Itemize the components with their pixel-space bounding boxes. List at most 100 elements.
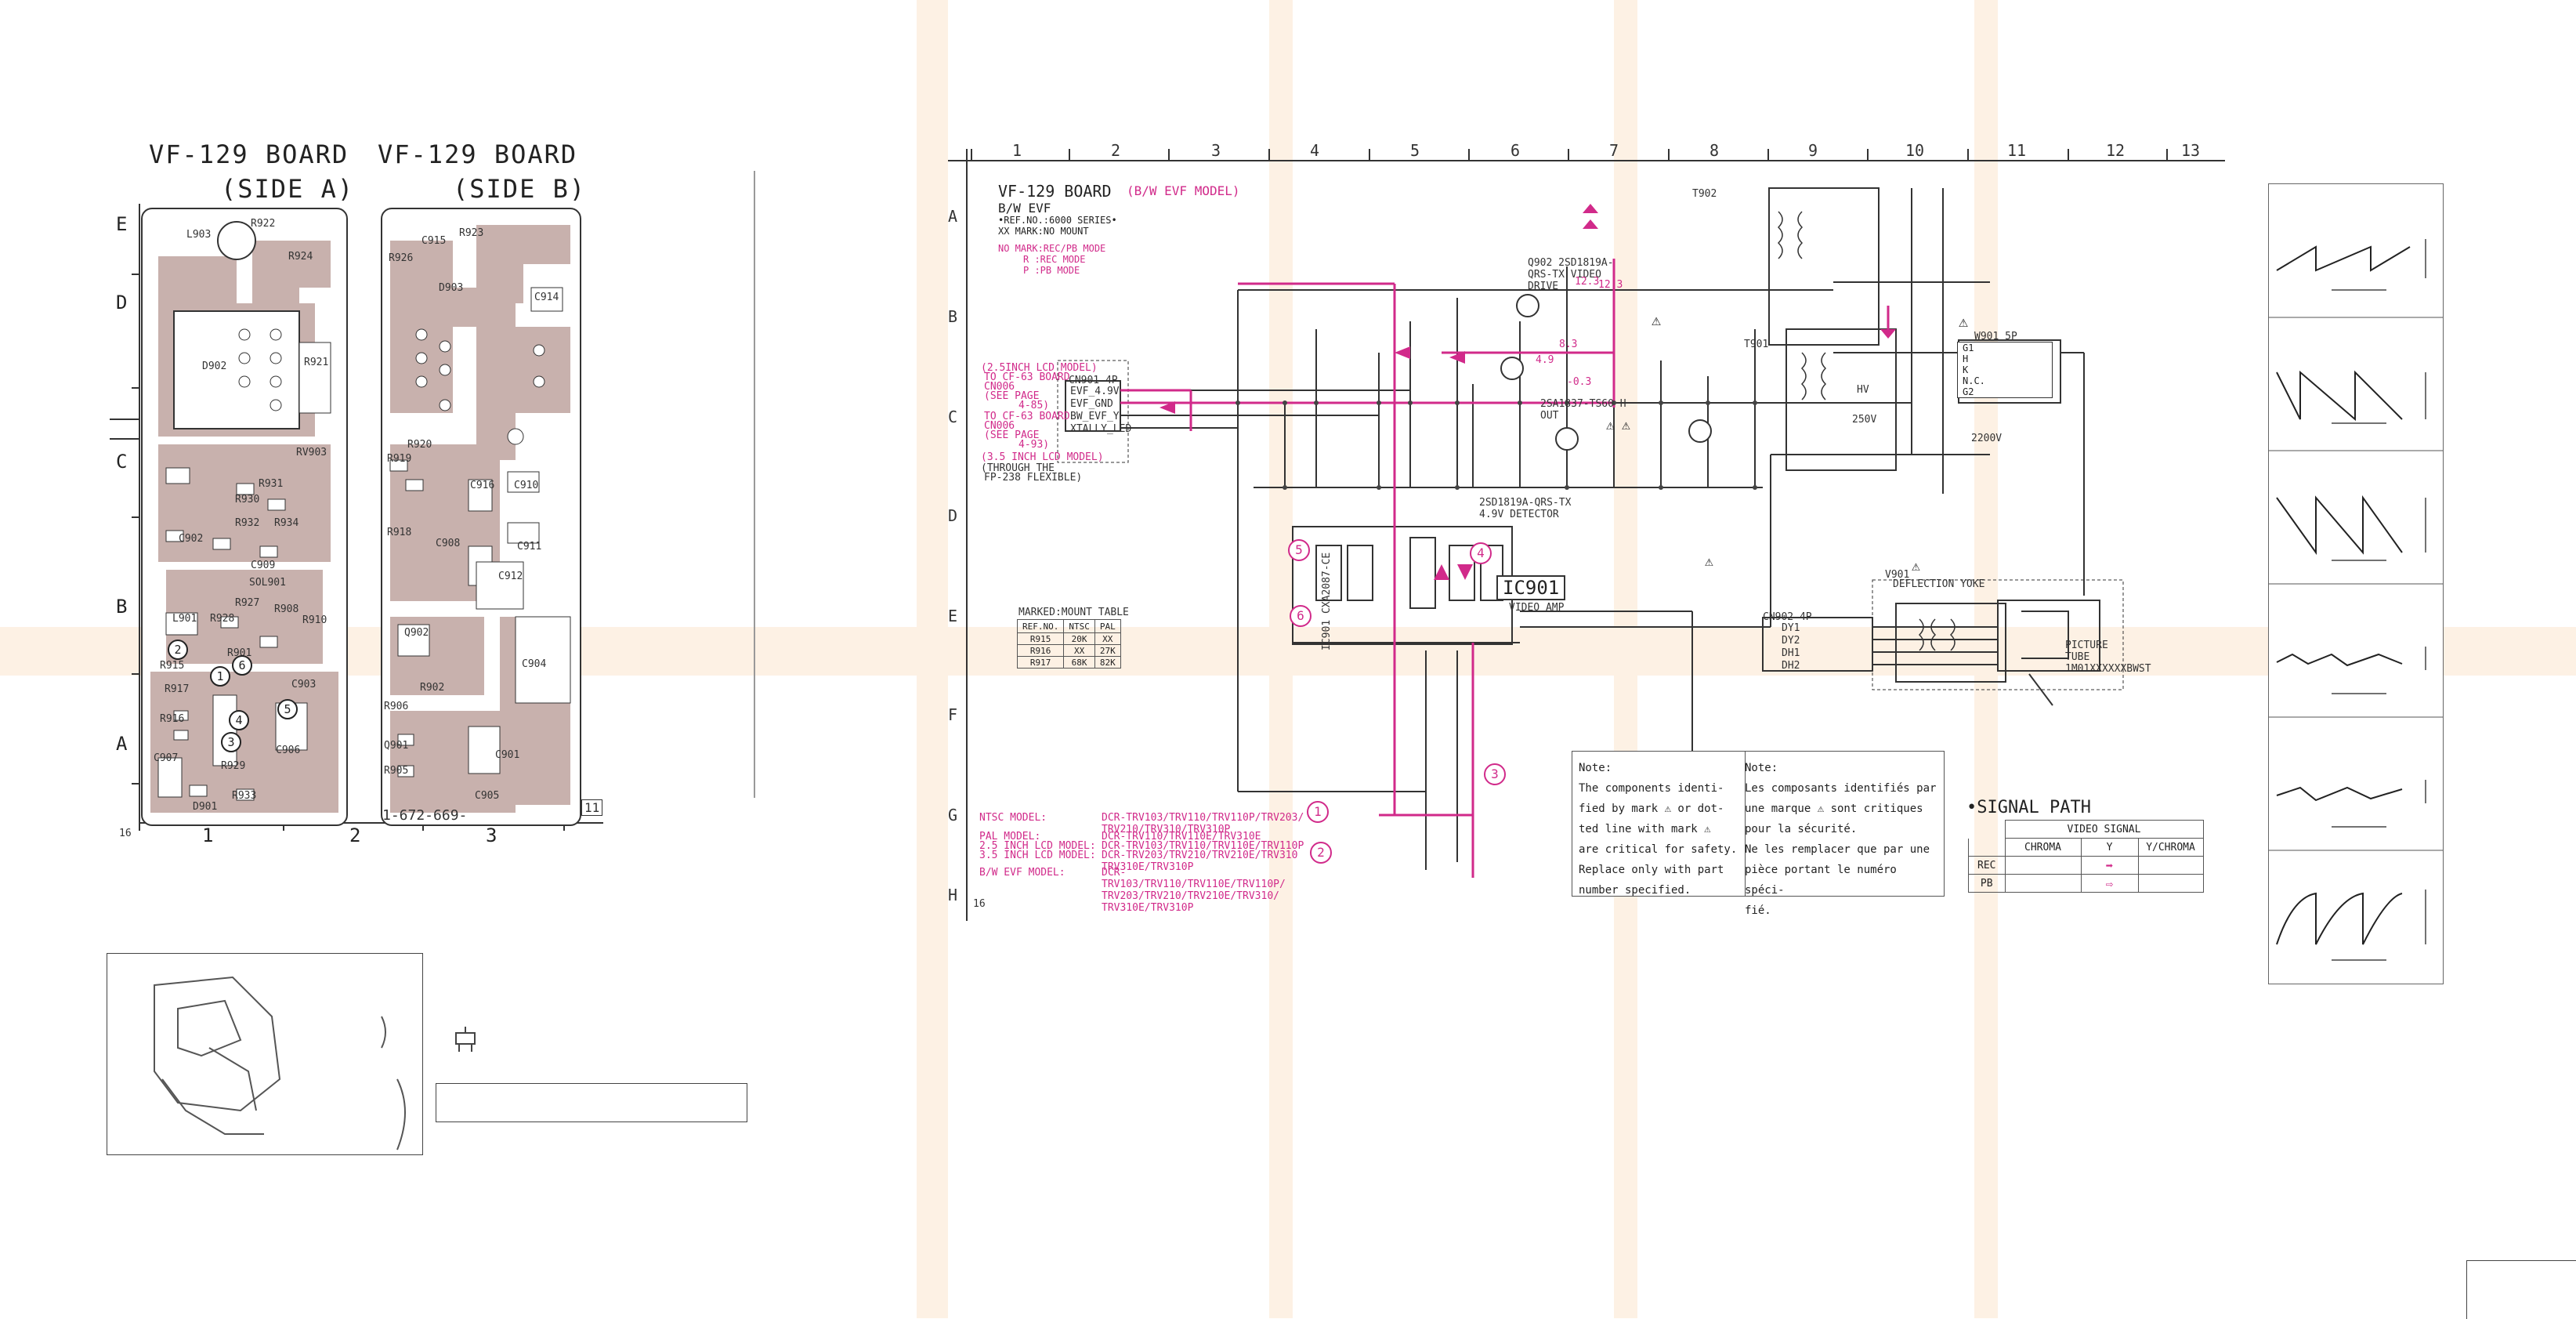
empty-note-box xyxy=(436,1083,747,1122)
cn902-pin-2: DY2 xyxy=(1782,635,1800,647)
note-en-line: The components identi- xyxy=(1579,782,1724,795)
deflection-yoke-label: DEFLECTION YOKE xyxy=(1893,578,1985,590)
divider-line xyxy=(754,171,755,798)
marked-cell: XX xyxy=(1063,644,1095,657)
grid-col-4: 4 xyxy=(1310,141,1320,160)
vertical-guide-band xyxy=(917,0,948,1318)
cn901-note-b-3: FP-238 FLEXIBLE) xyxy=(984,472,1083,484)
pcb-side-a-traces xyxy=(150,221,338,813)
label-r921: R921 xyxy=(304,357,329,368)
label-c910: C910 xyxy=(514,480,539,491)
grid-row-b: B xyxy=(948,307,958,326)
picture-tube-label: PICTURE TUBE 1M01XXXXXXBWST xyxy=(2065,640,2151,675)
blank-cell xyxy=(1968,838,2006,857)
marked-cell: 82K xyxy=(1094,656,1121,669)
camera-location-sketch xyxy=(107,953,423,1155)
w901-connector: G1 H K N.C. G2 xyxy=(1957,342,2053,398)
schematic-page-number: 16 xyxy=(973,898,986,910)
label-r919: R919 xyxy=(387,453,412,465)
model-value-pal: DCR-TRV110/TRV110E/TRV310E xyxy=(1102,831,1261,842)
rec-chroma-cell xyxy=(2004,856,2082,875)
grid-row-e: E xyxy=(948,607,958,625)
model-label-25: 2.5 INCH LCD MODEL: xyxy=(979,840,1096,852)
label-c905: C905 xyxy=(475,790,500,802)
callout-a-1: 1 xyxy=(210,666,230,687)
mode-note-3: P :PB MODE xyxy=(1023,265,1080,276)
voltage-1: 12.3 xyxy=(1575,276,1600,288)
grid-row-f: F xyxy=(948,705,958,724)
grid-col-3: 3 xyxy=(1211,141,1221,160)
label-r915: R915 xyxy=(160,660,185,672)
pb-chroma-cell xyxy=(2004,874,2082,893)
left-page-number: 16 xyxy=(119,828,132,839)
callout-3: 3 xyxy=(1484,763,1506,785)
board-b-title: VF-129 BOARD xyxy=(378,140,578,169)
marked-header-ntsc: NTSC xyxy=(1063,619,1095,633)
label-c907: C907 xyxy=(154,752,179,764)
ref-note: •REF.NO.:6000 SERIES• xyxy=(998,215,1117,226)
pcb-side-b xyxy=(381,208,581,826)
label-r918: R918 xyxy=(387,527,412,538)
label-r931: R931 xyxy=(259,478,284,490)
voltage-8: 2200V xyxy=(1971,433,2003,444)
label-r933: R933 xyxy=(232,790,257,802)
cn901-note-a-3: CN006 xyxy=(984,381,1015,393)
cn901-pin-3: BW_EVF_Y xyxy=(1070,411,1120,422)
note-fr-line: fié. xyxy=(1745,904,1771,917)
label-r924: R924 xyxy=(288,251,313,263)
marked-table-title: MARKED:MOUNT TABLE xyxy=(1018,607,1129,618)
row-letter-e: E xyxy=(116,213,128,235)
label-d901: D901 xyxy=(193,801,218,813)
w901-pin-1: G1 xyxy=(1963,342,1974,353)
cn902-pin-1: DY1 xyxy=(1782,622,1800,634)
q901-label: 2SA1837-TS60 H OUT xyxy=(1540,398,1626,422)
q903-label: 2SD1819A-QRS-TX 4.9V DETECTOR xyxy=(1479,497,1572,520)
marked-cell: R916 xyxy=(1016,644,1065,657)
label-c912: C912 xyxy=(498,571,523,582)
row-rec: REC xyxy=(1968,856,2006,875)
pb-y-cell: ⇨ xyxy=(2080,874,2139,893)
w901-pin-3: K xyxy=(1963,364,1969,375)
grid-col-7: 7 xyxy=(1609,141,1619,160)
row-letter-d: D xyxy=(116,292,128,313)
t901-label: T901 xyxy=(1744,339,1769,350)
voltage-7: HV xyxy=(1857,384,1869,396)
camcorder-illustration-icon xyxy=(154,976,406,1151)
xx-note: XX MARK:NO MOUNT xyxy=(998,226,1089,237)
grid-col-9: 9 xyxy=(1808,141,1818,160)
filled-arrow-icon: ➡ xyxy=(2105,857,2114,873)
schematic-subtitle: B/W EVF xyxy=(998,201,1051,216)
voltage-5: 8.3 xyxy=(1559,339,1578,350)
note-en-title: Note: xyxy=(1579,762,1612,774)
model-label-pal: PAL MODEL: xyxy=(979,831,1041,842)
label-r910: R910 xyxy=(302,614,327,626)
voltage-3: -0.3 xyxy=(1567,376,1592,388)
callout-1: 1 xyxy=(1307,801,1329,823)
grid-col-8: 8 xyxy=(1709,141,1720,160)
label-c916: C916 xyxy=(470,480,495,491)
grid-col-2: 2 xyxy=(1111,141,1121,160)
board-a-title: VF-129 BOARD xyxy=(149,140,349,169)
ic901-sub: VIDEO AMP xyxy=(1509,602,1565,614)
w901-pin-5: G2 xyxy=(1963,386,1974,397)
voltage-4: 12.3 xyxy=(1598,279,1623,291)
cn902-label: CN902 4P xyxy=(1763,611,1812,623)
note-en-line: ted line with mark ⚠ xyxy=(1579,823,1711,835)
transistor-icon xyxy=(455,1027,476,1052)
cn902-pin-4: DH2 xyxy=(1782,660,1800,672)
q902-label: Q902 2SD1819A-QRS-TX VIDEO DRIVE xyxy=(1528,257,1614,292)
callout-a-4: 4 xyxy=(229,710,249,730)
label-c909: C909 xyxy=(251,560,276,571)
callout-4: 4 xyxy=(1470,542,1492,564)
warning-icon: ⚠ xyxy=(1705,553,1713,570)
label-r930: R930 xyxy=(235,494,260,505)
label-r926: R926 xyxy=(389,252,414,264)
ic901-label: IC901 xyxy=(1496,575,1566,600)
grid-col-5: 5 xyxy=(1410,141,1420,160)
vertical-guide-band xyxy=(1269,0,1293,1318)
model-label-bw: B/W EVF MODEL: xyxy=(979,867,1065,879)
label-rv903: RV903 xyxy=(296,447,327,458)
schematic-wiring xyxy=(1057,187,2124,878)
col-number-2: 2 xyxy=(349,824,361,846)
grid-row-a: A xyxy=(948,207,958,226)
